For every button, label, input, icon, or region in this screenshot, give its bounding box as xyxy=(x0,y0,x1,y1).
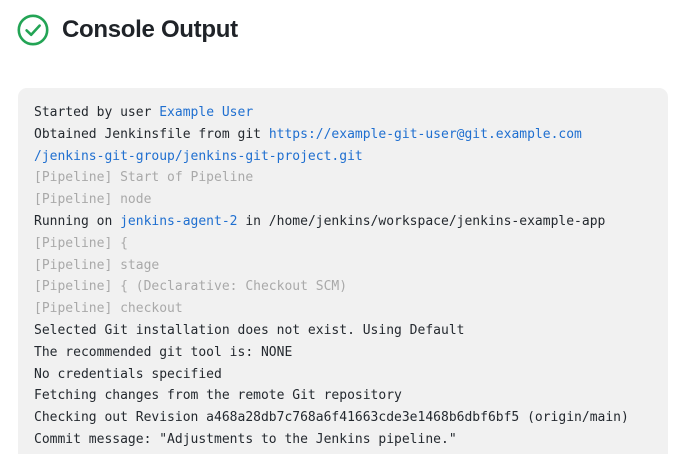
console-log-link[interactable]: https://example-git-user@git.example.com xyxy=(268,126,582,142)
console-log-line: Started by user Example User xyxy=(34,102,652,124)
console-log-line: [Pipeline] checkout xyxy=(34,298,652,320)
console-log-line: [Pipeline] stage xyxy=(34,255,652,277)
console-log-text: [Pipeline] node xyxy=(34,192,152,208)
console-log-line: Commit message: "Adjustments to the Jenk… xyxy=(34,429,652,451)
console-log-text: Checking out Revision a468a28db7c768a6f4… xyxy=(34,410,629,426)
console-log-text: Fetching changes from the remote Git rep… xyxy=(34,388,402,404)
page-header: Console Output xyxy=(0,0,686,46)
check-circle-icon xyxy=(17,14,49,46)
console-log-text: Selected Git installation does not exist… xyxy=(34,322,465,338)
console-log-line: The recommended git tool is: NONE xyxy=(34,342,652,364)
console-log-line: [Pipeline] node xyxy=(34,189,652,211)
console-log-text: Running on xyxy=(34,213,121,229)
console-log-text: in /home/jenkins/workspace/jenkins-examp… xyxy=(237,213,606,229)
console-log-text: [Pipeline] { xyxy=(34,235,128,251)
console-log-line: Running on jenkins-agent-2 in /home/jenk… xyxy=(34,211,652,233)
console-log-line: Selected Git installation does not exist… xyxy=(34,320,652,342)
console-log-text: Commit message: "Adjustments to the Jenk… xyxy=(34,431,457,447)
console-log-line: Fetching changes from the remote Git rep… xyxy=(34,385,652,407)
console-log-link[interactable]: Example User xyxy=(159,105,254,120)
console-log-line: /jenkins-git-group/jenkins-git-project.g… xyxy=(34,146,652,168)
console-log-line: No credentials specified xyxy=(34,364,652,386)
console-log-line: [Pipeline] { xyxy=(34,233,652,255)
console-log-text: The recommended git tool is: NONE xyxy=(34,344,293,360)
console-log-text: No credentials specified xyxy=(34,366,222,382)
console-log-text: Obtained Jenkinsfile from git xyxy=(34,126,269,142)
page-title: Console Output xyxy=(62,16,238,43)
console-log-link[interactable]: /jenkins-git-group/jenkins-git-project.g… xyxy=(34,148,363,164)
console-log-line: [Pipeline] { (Declarative: Checkout SCM) xyxy=(34,276,652,298)
console-log-link[interactable]: jenkins-agent-2 xyxy=(120,213,238,229)
console-log-text: [Pipeline] checkout xyxy=(34,301,183,317)
console-log-text: [Pipeline] { (Declarative: Checkout SCM) xyxy=(34,279,348,295)
console-log-text: [Pipeline] stage xyxy=(34,257,160,273)
console-log-text: [Pipeline] Start of Pipeline xyxy=(34,170,254,186)
console-log-text: Started by user xyxy=(34,105,160,120)
console-log-line: Obtained Jenkinsfile from git https://ex… xyxy=(34,124,652,146)
console-log-line: Checking out Revision a468a28db7c768a6f4… xyxy=(34,407,652,429)
console-log-line: [Pipeline] Start of Pipeline xyxy=(34,167,652,189)
